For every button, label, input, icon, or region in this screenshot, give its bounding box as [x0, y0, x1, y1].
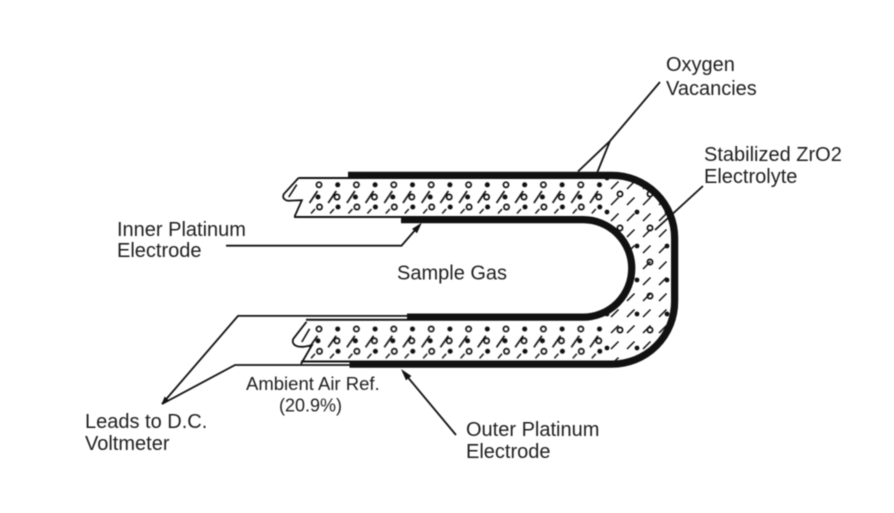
svg-text:Inner Platinum: Inner Platinum — [117, 219, 246, 241]
svg-text:Stabilized ZrO2: Stabilized ZrO2 — [704, 144, 842, 166]
svg-text:Electrolyte: Electrolyte — [704, 166, 797, 188]
svg-text:Voltmeter: Voltmeter — [85, 433, 170, 455]
svg-text:Vacancies: Vacancies — [666, 78, 757, 100]
svg-text:Sample Gas: Sample Gas — [397, 263, 507, 285]
svg-text:Ambient Air Ref.: Ambient Air Ref. — [246, 373, 380, 394]
svg-text:Leads to D.C.: Leads to D.C. — [85, 411, 207, 433]
svg-text:Oxygen: Oxygen — [666, 54, 735, 76]
svg-text:Outer Platinum: Outer Platinum — [466, 419, 599, 441]
svg-text:(20.9%): (20.9%) — [279, 396, 342, 416]
svg-text:Electrode: Electrode — [117, 240, 202, 262]
svg-text:Electrode: Electrode — [466, 441, 551, 463]
